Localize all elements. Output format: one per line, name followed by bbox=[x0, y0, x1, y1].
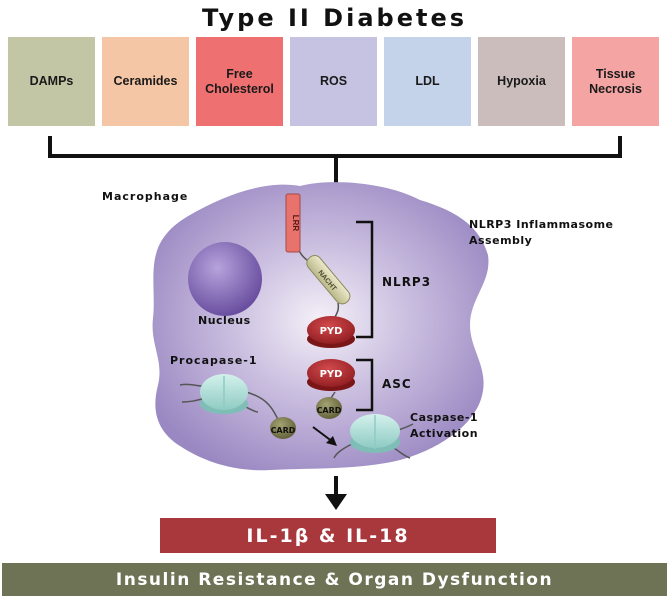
card-domain-procaspase: CARD bbox=[270, 417, 296, 439]
factor-ldl: LDL bbox=[384, 37, 471, 126]
factor-tissue-necrosis: Tissue Necrosis bbox=[572, 37, 659, 126]
card-label: CARD bbox=[271, 426, 296, 435]
card-label: CARD bbox=[317, 406, 342, 415]
nlrp3-label: NLRP3 bbox=[382, 275, 432, 289]
asc-bracket bbox=[356, 358, 374, 412]
cytokine-banner: IL-1β & IL-18 bbox=[160, 518, 496, 553]
factor-ceramides: Ceramides bbox=[102, 37, 189, 126]
macrophage-label: Macrophage bbox=[102, 190, 189, 203]
card-domain-asc: CARD bbox=[316, 391, 342, 419]
factor-damps: DAMPs bbox=[8, 37, 95, 126]
nlrp3-bracket bbox=[356, 220, 374, 339]
pyd-domain-nlrp3: PYD bbox=[307, 316, 355, 348]
factor-ros: ROS bbox=[290, 37, 377, 126]
assembly-label-line2: Assembly bbox=[469, 234, 533, 247]
procaspase-1-protein bbox=[179, 374, 281, 425]
nlrp3-protein: LRR NACHT bbox=[285, 193, 351, 324]
nucleus bbox=[188, 242, 262, 316]
diagram-title: Type II Diabetes bbox=[201, 4, 468, 32]
nucleus-label: Nucleus bbox=[198, 314, 251, 327]
pyd-domain-asc: PYD bbox=[307, 359, 355, 391]
procaspase-label: Procapase-1 bbox=[170, 354, 258, 367]
outcome-banner: Insulin Resistance & Organ Dysfunction bbox=[2, 563, 667, 596]
activation-arrow bbox=[312, 426, 337, 446]
factor-hypoxia: Hypoxia bbox=[478, 37, 565, 126]
lrr-domain bbox=[285, 193, 301, 253]
lrr-label: LRR bbox=[291, 215, 300, 232]
caspase-1-active bbox=[333, 414, 414, 459]
caspase-activation-line1: Caspase-1 bbox=[410, 411, 479, 424]
assembly-label-line1: NLRP3 Inflammasome bbox=[469, 218, 614, 231]
asc-label: ASC bbox=[382, 377, 412, 391]
pyd-label: PYD bbox=[320, 369, 343, 380]
pyd-label: PYD bbox=[320, 326, 343, 337]
nacht-domain bbox=[306, 255, 351, 305]
down-arrow bbox=[325, 476, 347, 510]
caspase-activation-line2: Activation bbox=[410, 427, 479, 440]
factor-free-cholesterol: Free Cholesterol bbox=[196, 37, 283, 126]
